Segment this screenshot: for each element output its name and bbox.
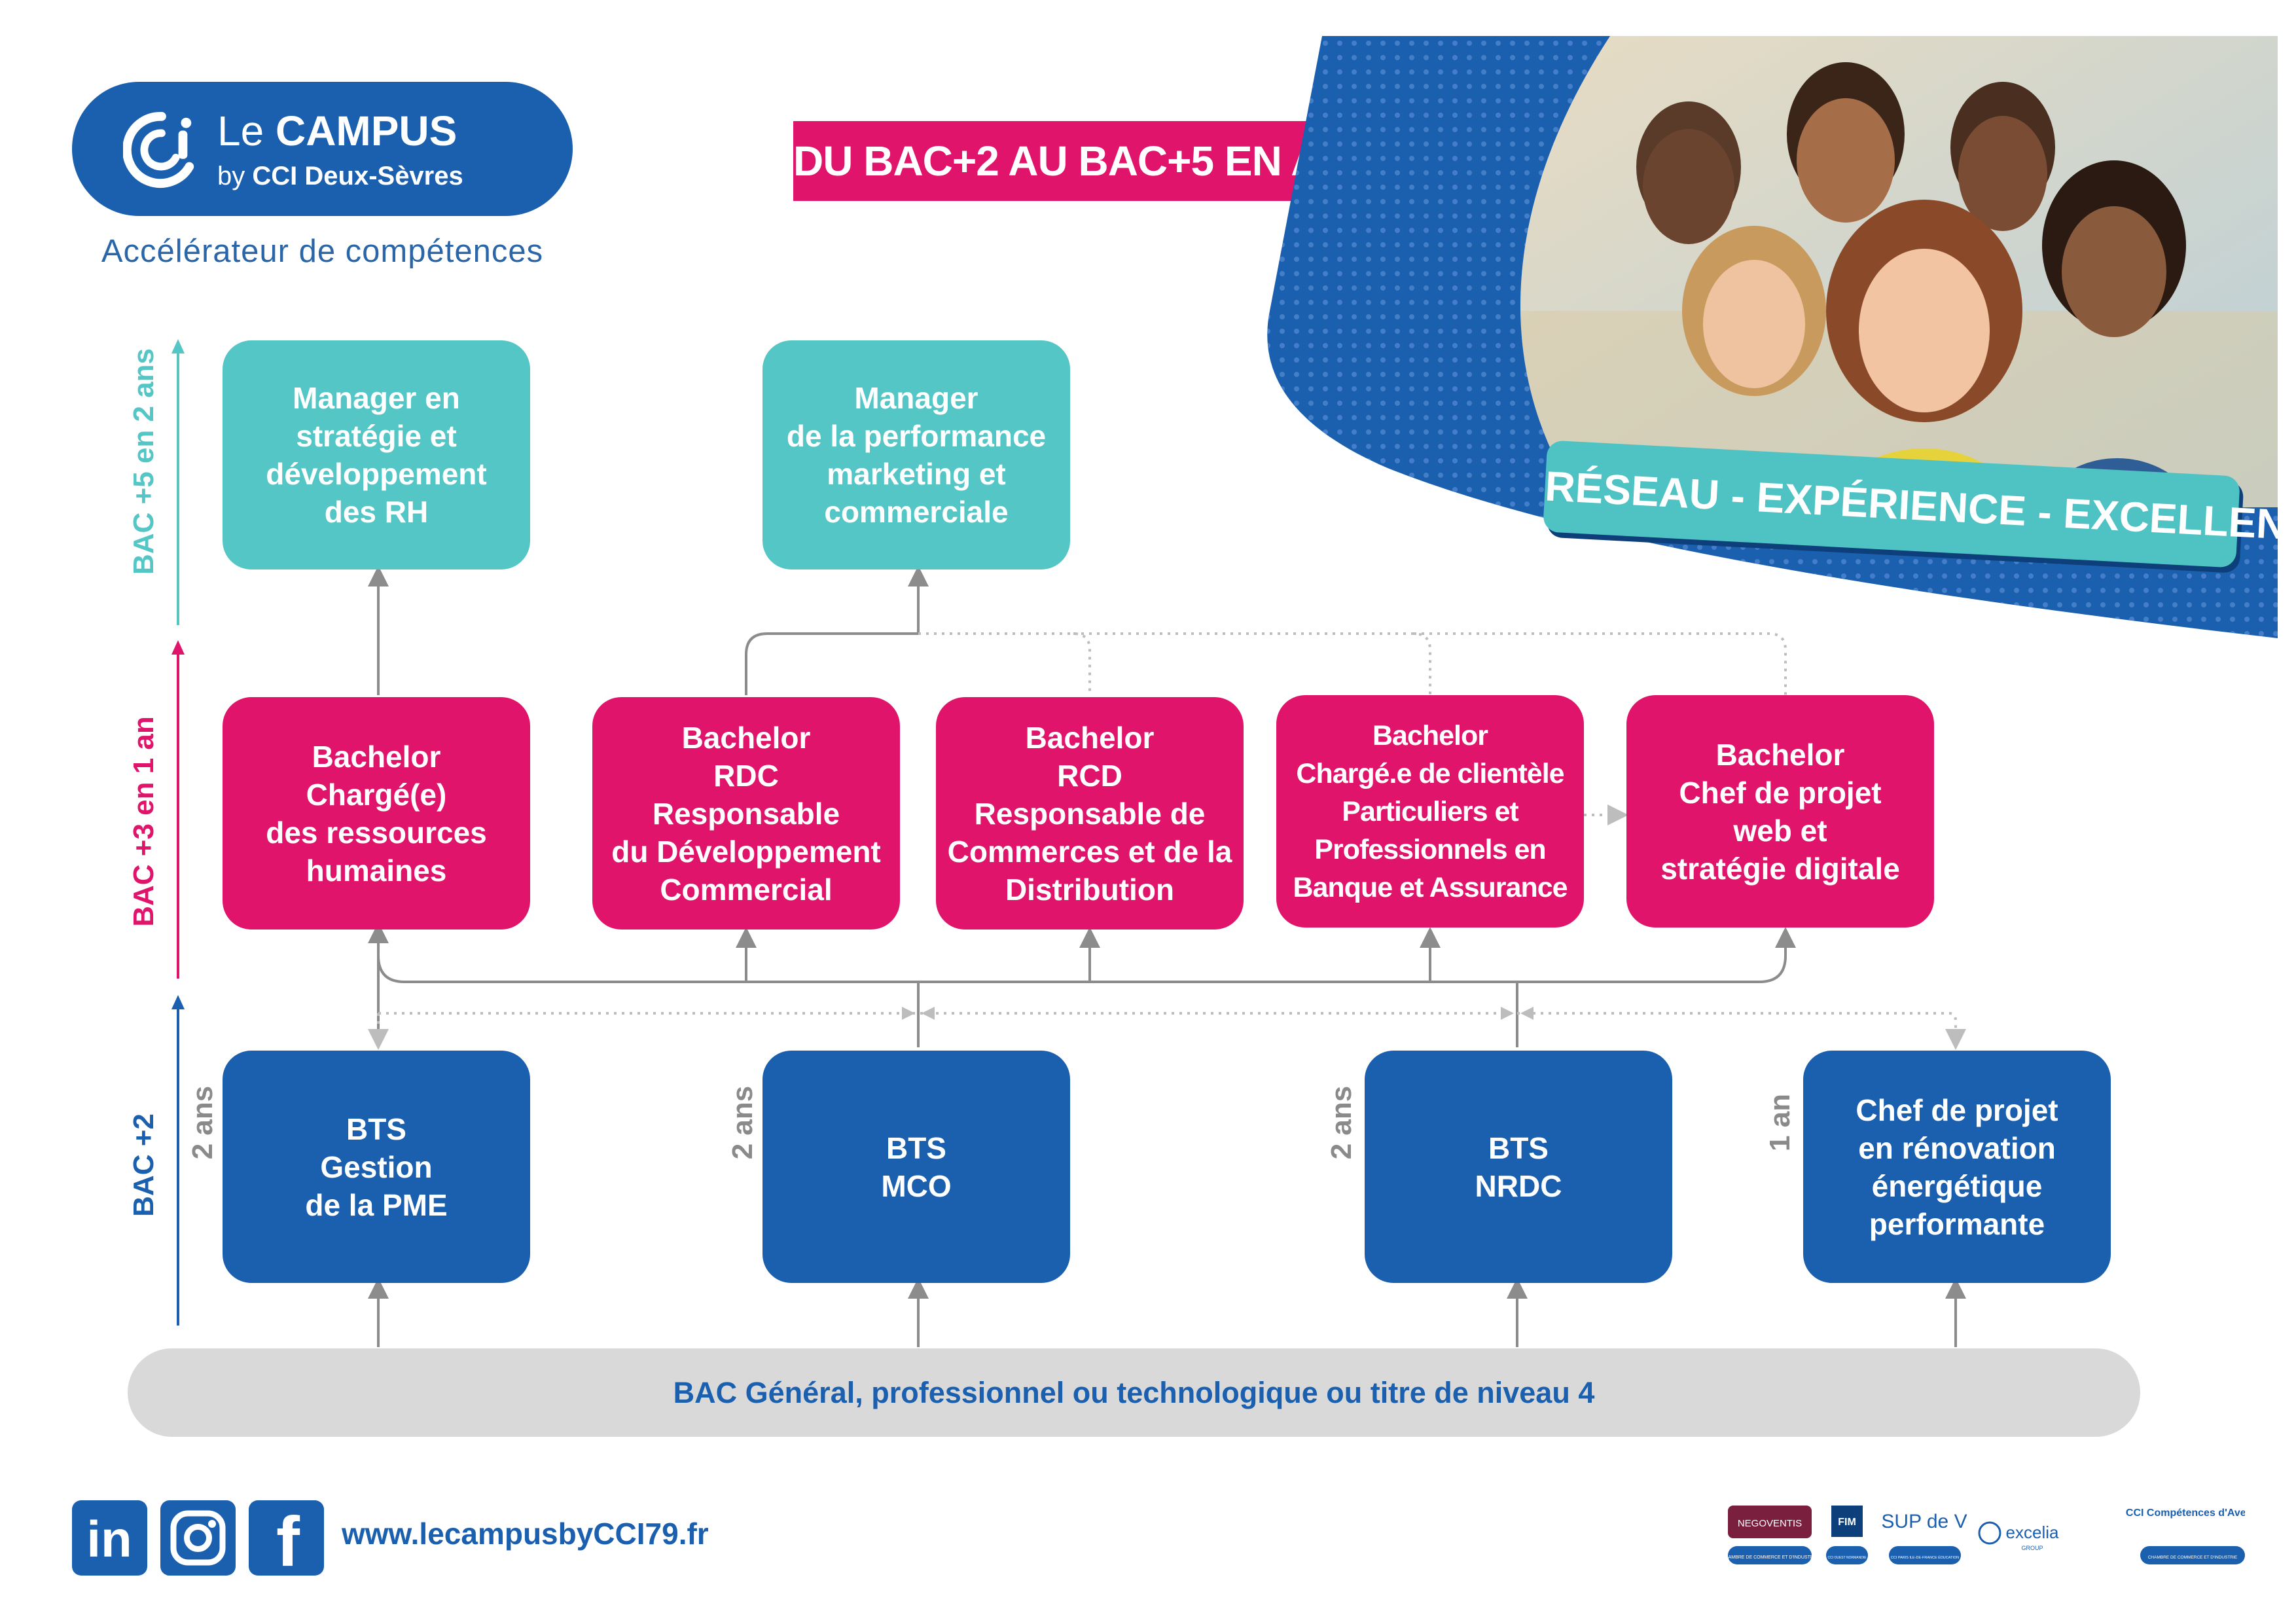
level-label-bac3: BAC +3 en 1 an bbox=[128, 716, 160, 927]
program-box-manager-rh[interactable]: Manager en stratégie et développement de… bbox=[223, 340, 530, 569]
instagram-link[interactable] bbox=[160, 1500, 236, 1576]
program-box-bachelor-banque[interactable]: Bachelor Chargé.e de clientèle Particuli… bbox=[1276, 695, 1584, 928]
svg-text:CCI PARIS ILE-DE-FRANCE ÉDUCAT: CCI PARIS ILE-DE-FRANCE ÉDUCATION bbox=[1891, 1555, 1959, 1560]
svg-text:GROUP: GROUP bbox=[2021, 1545, 2043, 1551]
cci-logo-icon bbox=[123, 111, 194, 188]
svg-text:CCI OUEST NORMANDIE: CCI OUEST NORMANDIE bbox=[1827, 1556, 1867, 1560]
duration-label: 2 ans bbox=[726, 1085, 759, 1160]
program-box-bachelor-rcd[interactable]: Bachelor RCD Responsable de Commerces et… bbox=[936, 697, 1244, 929]
axis-bac5 bbox=[171, 339, 185, 625]
duration-label: 2 ans bbox=[1325, 1085, 1357, 1160]
level-label-bac2: BAC +2 bbox=[128, 1113, 160, 1217]
program-box-renovation[interactable]: Chef de projet en rénovation énergétique… bbox=[1803, 1051, 2111, 1283]
level-label-bac5: BAC +5 en 2 ans bbox=[128, 348, 160, 575]
axis-bac2 bbox=[171, 995, 185, 1326]
svg-text:excelia: excelia bbox=[2006, 1523, 2059, 1542]
svg-text:in: in bbox=[86, 1510, 132, 1568]
svg-text:CHAMBRE DE COMMERCE ET D'INDUS: CHAMBRE DE COMMERCE ET D'INDUSTRIE bbox=[2148, 1555, 2238, 1560]
base-bac-level: BAC Général, professionnel ou technologi… bbox=[128, 1348, 2140, 1437]
program-box-bachelor-rh[interactable]: Bachelor Chargé(e) des ressources humain… bbox=[223, 697, 530, 929]
svg-text:f: f bbox=[276, 1502, 300, 1576]
program-box-bts-nrdc[interactable]: BTS NRDC bbox=[1365, 1051, 1672, 1283]
negoventis-logo: NEGOVENTIS CHAMBRE DE COMMERCE ET D'INDU… bbox=[1721, 1506, 1818, 1564]
tagline: Accélérateur de compétences bbox=[101, 234, 544, 269]
duration-label: 1 an bbox=[1764, 1093, 1796, 1152]
svg-text:NEGOVENTIS: NEGOVENTIS bbox=[1738, 1518, 1802, 1529]
instagram-icon bbox=[170, 1510, 226, 1566]
sup-de-v-logo: SUP de V CCI PARIS ILE-DE-FRANCE ÉDUCATI… bbox=[1881, 1511, 1967, 1564]
duration-label: 2 ans bbox=[187, 1085, 219, 1160]
program-box-bachelor-web[interactable]: Bachelor Chef de projet web et stratégie… bbox=[1626, 695, 1934, 928]
svg-text:SUP de V: SUP de V bbox=[1881, 1511, 1967, 1532]
partner-logos: NEGOVENTIS CHAMBRE DE COMMERCE ET D'INDU… bbox=[1721, 1506, 2245, 1564]
axis-bac3 bbox=[171, 640, 185, 979]
excelia-logo: excelia GROUP bbox=[1978, 1521, 2059, 1551]
campus-logo[interactable]: Le CAMPUS by CCI Deux-Sèvres bbox=[72, 82, 573, 216]
program-box-manager-performance[interactable]: Manager de la performance marketing et c… bbox=[762, 340, 1070, 569]
facebook-link[interactable]: f bbox=[249, 1500, 324, 1581]
svg-text:FIM: FIM bbox=[1838, 1517, 1856, 1528]
linkedin-link[interactable]: in bbox=[72, 1500, 147, 1576]
program-box-bts-gpme[interactable]: BTS Gestion de la PME bbox=[223, 1051, 530, 1283]
fim-logo: FIM CCI OUEST NORMANDIE bbox=[1826, 1506, 1868, 1564]
logo-subtitle: by CCI Deux-Sèvres bbox=[217, 162, 463, 190]
logo-title: Le CAMPUS bbox=[217, 107, 457, 154]
facebook-icon: f bbox=[276, 1502, 300, 1581]
program-box-bts-mco[interactable]: BTS MCO bbox=[762, 1051, 1070, 1283]
svg-text:CHAMBRE DE COMMERCE ET D'INDUS: CHAMBRE DE COMMERCE ET D'INDUSTRIE bbox=[1721, 1555, 1818, 1560]
website-link[interactable]: www.lecampusbyCCI79.fr bbox=[342, 1517, 709, 1551]
cci-competences-logo: CCI Compétences d'Avenir CHAMBRE DE COMM… bbox=[2126, 1507, 2245, 1564]
program-box-bachelor-rdc[interactable]: Bachelor RDC Responsable du Développemen… bbox=[592, 697, 900, 929]
svg-text:CCI Compétences d'Avenir: CCI Compétences d'Avenir bbox=[2126, 1507, 2245, 1519]
linkedin-icon: in bbox=[86, 1510, 132, 1568]
